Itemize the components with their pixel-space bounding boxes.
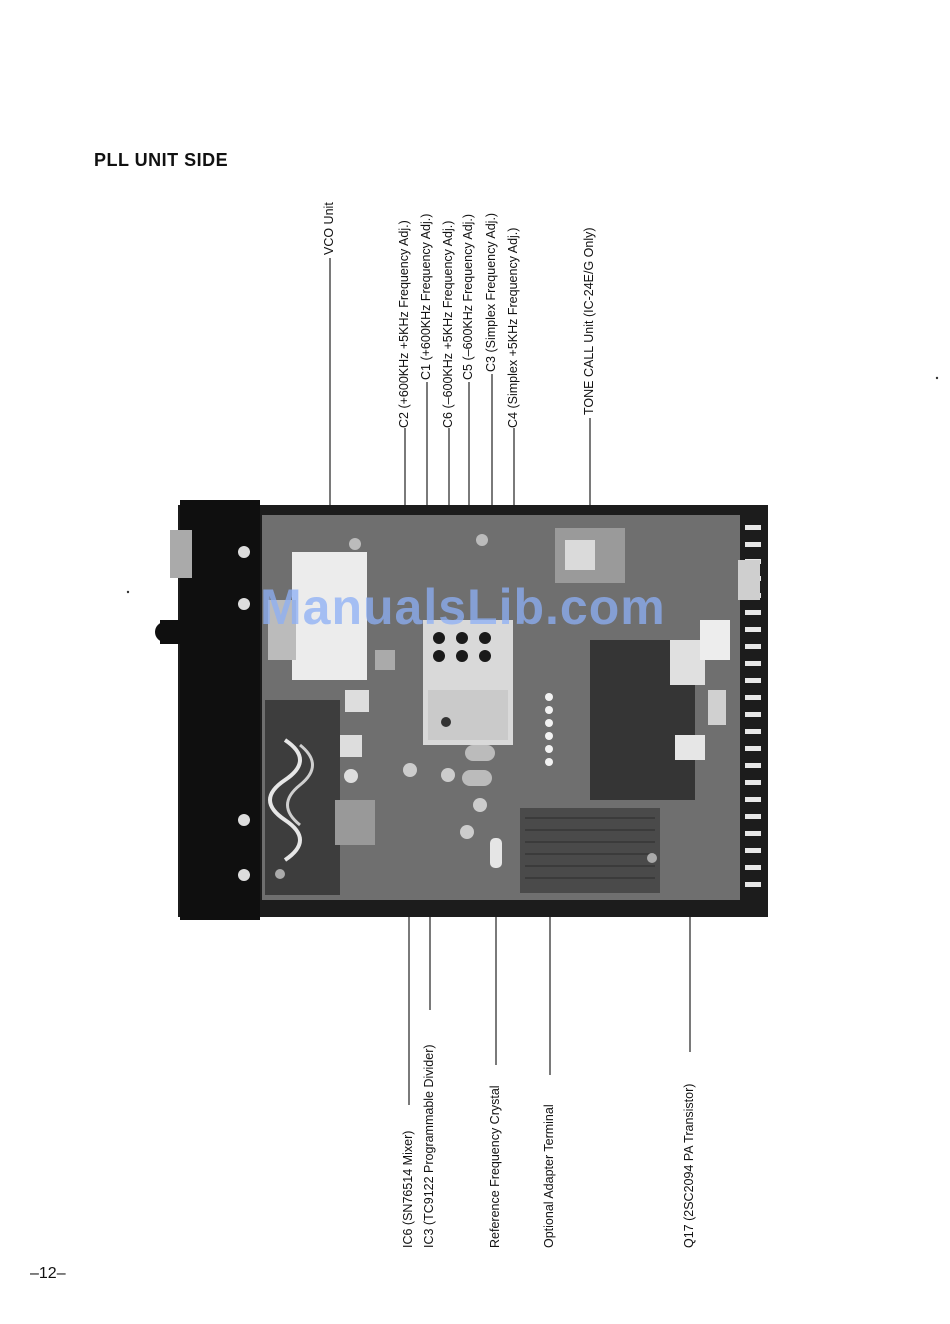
label-q17: Q17 (2SC2094 PA Transistor): [682, 1083, 696, 1248]
label-c4: C4 (Simplex +5KHz Frequency Adj.): [506, 227, 520, 428]
page-number: –12–: [30, 1265, 66, 1282]
label-c2: C2 (+600KHz +5KHz Frequency Adj.): [397, 220, 411, 428]
page-title: PLL UNIT SIDE: [94, 150, 229, 170]
label-c1: C1 (+600KHz Frequency Adj.): [419, 213, 433, 380]
label-reference-crystal: Reference Frequency Crystal: [488, 1085, 502, 1248]
label-ic3: IC3 (TC9122 Programmable Divider): [422, 1044, 436, 1248]
label-c6: C6 (–600KHz +5KHz Frequency Adj.): [441, 220, 455, 428]
label-optional-adapter-terminal: Optional Adapter Terminal: [542, 1104, 556, 1248]
label-tone-call-unit: TONE CALL Unit (IC-24E/G Only): [582, 227, 596, 415]
watermark: ManualsLib.com: [260, 579, 666, 635]
label-vco-unit: VCO Unit: [322, 202, 336, 255]
label-c3: C3 (Simplex Frequency Adj.): [484, 212, 498, 372]
label-c5: C5 (–600KHz Frequency Adj.): [461, 213, 475, 380]
label-ic6: IC6 (SN76514 Mixer): [401, 1130, 415, 1248]
